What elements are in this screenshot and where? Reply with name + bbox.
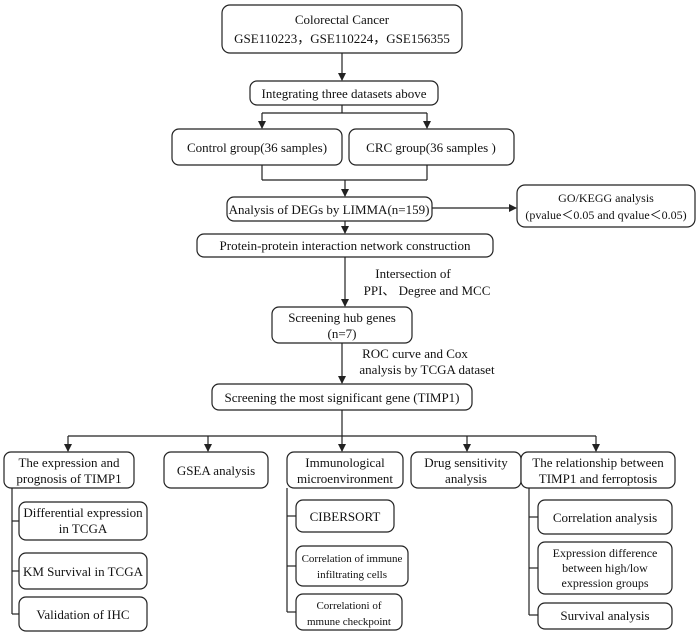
node-survival-analysis-label: Survival analysis [560,608,649,623]
node-immunological-line2: microenvironment [297,471,393,486]
node-degs-label: Analysis of DEGs by LIMMA(n=159) [229,202,430,217]
node-km-survival: KM Survival in TCGA [18,552,148,590]
node-expression-prognosis-line2: prognosis of TIMP1 [16,471,121,486]
node-gokegg: GO/KEGG analysis (pvalue＜0.05 and qvalue… [516,184,696,228]
node-relationship-ferroptosis-line1: The relationship between [532,455,664,470]
node-integrating-label: Integrating three datasets above [262,86,427,101]
node-differential-expression-line1: Differential expression [23,505,143,520]
node-immunological-line1: Immunological [305,455,385,470]
node-gokegg-criteria: (pvalue＜0.05 and qvalue＜0.05) [525,208,686,222]
node-crc-group-label: CRC group(36 samples ) [366,140,496,155]
node-ppi-label: Protein-protein interaction network cons… [220,238,471,253]
node-gokegg-title: GO/KEGG analysis [558,191,654,205]
node-gsea-label: GSEA analysis [177,463,255,478]
node-expression-prognosis: The expression and prognosis of TIMP1 [3,451,135,489]
node-hub-genes: Screening hub genes (n=7) [271,306,413,344]
node-colorectal-cancer-datasets: GSE110223，GSE110224，GSE156355 [234,31,450,46]
node-significant-gene: Screening the most significant gene (TIM… [211,383,473,411]
node-cibersort: CIBERSORT [295,499,395,533]
node-colorectal-cancer: Colorectal Cancer GSE110223，GSE110224，GS… [221,4,463,54]
node-drug-sensitivity-line1: Drug sensitivity [424,455,508,470]
node-expression-difference: Expression difference between high/low e… [537,541,673,595]
node-hub-genes-title: Screening hub genes [288,310,396,325]
node-colorectal-cancer-title: Colorectal Cancer [295,12,390,27]
node-significant-gene-label: Screening the most significant gene (TIM… [224,390,459,405]
node-correlation-analysis: Correlation analysis [537,499,673,535]
node-drug-sensitivity: Drug sensitivity analysis [410,451,522,489]
node-expression-difference-line2: between high/low [562,561,648,575]
node-expression-difference-line1: Expression difference [553,546,658,560]
node-correlation-immune-cells-line1: Correlation of immune [302,553,403,565]
node-relationship-ferroptosis-line2: TIMP1 and ferroptosis [539,471,657,486]
node-drug-sensitivity-line2: analysis [445,471,487,486]
node-correlation-checkpoint-line2: mmune checkpoint [307,616,391,628]
node-correlation-analysis-label: Correlation analysis [553,510,657,525]
edge-label-roc-line2: analysis by TCGA dataset [359,362,495,377]
edge-label-roc: ROC curve and Cox analysis by TCGA datas… [359,346,495,377]
node-immunological: Immunological microenvironment [286,451,404,489]
node-cibersort-label: CIBERSORT [310,509,381,524]
node-differential-expression: Differential expression in TCGA [18,501,148,541]
node-differential-expression-line2: in TCGA [59,521,108,536]
node-validation-ihc-label: Validation of IHC [36,607,129,622]
node-expression-prognosis-line1: The expression and [18,455,120,470]
edge-label-intersection: Intersection of PPI、 Degree and MCC [364,266,491,298]
edge-label-intersection-line1: Intersection of [375,266,451,281]
node-km-survival-label: KM Survival in TCGA [23,564,144,579]
node-gsea: GSEA analysis [163,451,269,489]
edge-label-roc-line1: ROC curve and Cox [362,346,468,361]
edge-label-intersection-line2: PPI、 Degree and MCC [364,283,491,298]
node-survival-analysis: Survival analysis [537,602,673,630]
node-validation-ihc: Validation of IHC [18,596,148,632]
node-crc-group: CRC group(36 samples ) [348,128,515,166]
node-correlation-immune-cells: Correlation of immune infiltrating cells [295,545,409,587]
node-degs: Analysis of DEGs by LIMMA(n=159) [226,196,433,222]
node-correlation-immune-cells-line2: infiltrating cells [317,569,387,581]
node-correlation-checkpoint: Correlationi of mmune checkpoint [295,593,403,631]
connectors [11,53,600,616]
node-integrating: Integrating three datasets above [249,80,439,106]
node-expression-difference-line3: expression groups [562,576,649,590]
node-relationship-ferroptosis: The relationship between TIMP1 and ferro… [520,451,676,489]
node-control-group-label: Control group(36 samples) [187,140,327,155]
node-correlation-checkpoint-line1: Correlationi of [316,600,381,612]
node-ppi: Protein-protein interaction network cons… [196,233,494,258]
node-hub-genes-count: (n=7) [328,326,357,341]
node-control-group: Control group(36 samples) [171,128,343,166]
